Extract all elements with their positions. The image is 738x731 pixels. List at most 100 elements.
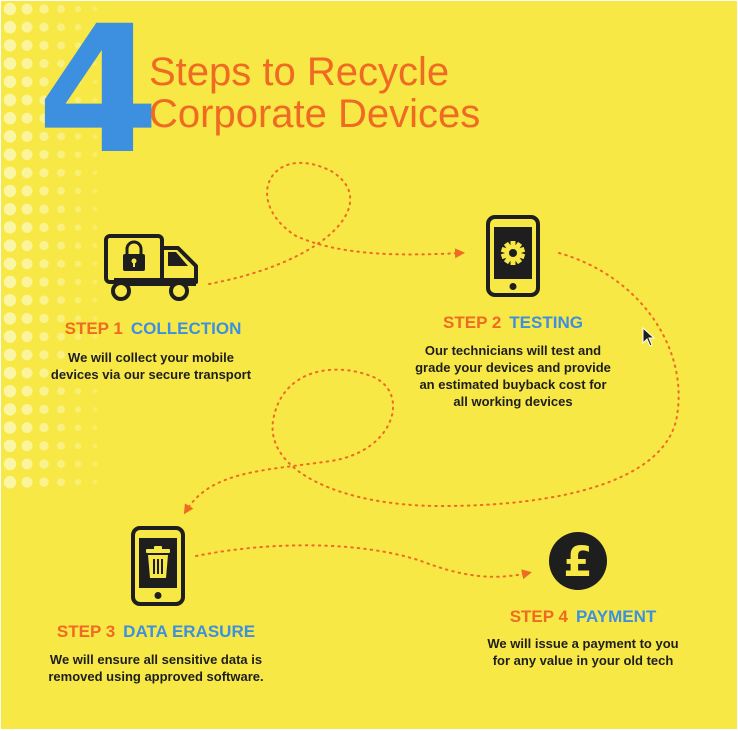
decor-dot	[39, 222, 49, 233]
decor-dot	[57, 478, 65, 487]
decor-dot	[74, 224, 82, 231]
decor-dot	[21, 385, 33, 397]
decor-dot	[39, 186, 49, 196]
decor-dot	[21, 112, 33, 124]
decor-dot	[3, 221, 17, 234]
decor-dot	[21, 39, 33, 51]
decor-dot	[3, 330, 17, 343]
decor-dot	[57, 441, 65, 450]
decor-dot	[74, 442, 82, 449]
decor-dot	[74, 388, 82, 395]
decor-dot	[3, 275, 17, 289]
decor-dot	[39, 95, 49, 105]
decor-dot	[39, 40, 49, 51]
decor-dot	[74, 406, 82, 413]
decor-dot	[39, 441, 49, 451]
decor-dot	[57, 77, 65, 86]
path-step2-to-step3	[183, 252, 680, 515]
decor-dot	[57, 369, 65, 377]
step-2-desc-line: an estimated buyback cost for	[419, 377, 607, 392]
step-2-desc-line: all working devices	[453, 394, 573, 409]
step-4-desc-line: We will issue a payment to you	[487, 636, 679, 651]
decor-dot	[92, 370, 98, 376]
decor-dot	[21, 422, 33, 434]
step-2-desc-line: Our technicians will test and	[424, 343, 602, 358]
decor-dot	[92, 352, 98, 358]
decor-dot	[21, 149, 33, 161]
decor-dot	[3, 39, 17, 52]
decor-dot	[21, 167, 33, 179]
decor-dot	[57, 41, 65, 50]
decor-dot	[92, 315, 98, 321]
decor-dot	[57, 296, 65, 305]
step-4-label: STEP 4	[509, 607, 568, 626]
phone-gear-icon	[486, 215, 540, 297]
decor-dot	[92, 170, 98, 176]
decor-dot	[92, 79, 98, 85]
decor-dot	[74, 369, 82, 377]
path-step3-to-step4	[195, 544, 532, 580]
decor-dot	[57, 59, 65, 68]
decor-dot	[39, 459, 49, 469]
decor-dot	[92, 6, 98, 12]
decor-dot	[3, 239, 17, 252]
decor-dot	[3, 148, 17, 161]
decor-dot	[3, 21, 17, 34]
decor-dot	[39, 313, 49, 324]
step-3-name: DATA ERASURE	[123, 622, 256, 641]
decor-dot	[3, 257, 17, 270]
path-step1-to-step2	[208, 161, 465, 285]
decor-dot	[39, 259, 49, 269]
decor-dot	[3, 457, 17, 471]
decor-dot	[39, 368, 49, 378]
decor-dot	[92, 42, 98, 48]
mouse-cursor-icon	[642, 327, 656, 347]
big-step-count: 4	[37, 1, 159, 193]
decor-dot	[21, 3, 33, 15]
decor-dot	[3, 421, 17, 434]
decor-dot	[3, 75, 17, 89]
decor-dot	[21, 458, 33, 470]
decor-dot	[92, 334, 98, 340]
decor-dot	[92, 224, 98, 230]
decor-dot	[92, 279, 98, 285]
decor-dot	[92, 461, 98, 467]
decor-dot	[3, 312, 17, 325]
decor-dot	[74, 315, 82, 322]
title-line-1: Steps to Recycle	[149, 50, 450, 94]
decor-dot	[39, 422, 49, 433]
decor-dot	[39, 404, 49, 415]
decor-dot	[21, 130, 33, 142]
decor-dot	[39, 477, 49, 487]
gear-tooth	[510, 241, 516, 247]
decor-dot	[74, 151, 82, 158]
step-1-description: We will collect your mobile devices via …	[31, 349, 271, 383]
decor-dot	[92, 97, 98, 103]
decor-dot	[39, 131, 49, 142]
decor-dot	[74, 460, 82, 468]
decor-dot	[21, 76, 33, 88]
decor-dot	[92, 425, 98, 431]
decor-dot	[57, 332, 65, 341]
decor-dot	[74, 242, 82, 249]
step-2-name: TESTING	[509, 313, 583, 332]
decor-dot	[57, 314, 65, 323]
decor-dot	[3, 184, 17, 198]
decor-dot	[74, 60, 82, 67]
decor-dot	[21, 21, 33, 33]
decor-dot	[21, 367, 33, 379]
decor-dot	[92, 115, 98, 121]
decor-dot	[3, 294, 17, 307]
decor-dot	[57, 96, 65, 104]
decor-dot	[39, 22, 49, 32]
decor-dot	[57, 387, 65, 396]
decor-dot	[92, 133, 98, 139]
decor-dot	[21, 276, 33, 288]
decor-dot	[57, 187, 65, 195]
decor-dot	[3, 166, 17, 179]
decor-dot	[21, 221, 33, 233]
